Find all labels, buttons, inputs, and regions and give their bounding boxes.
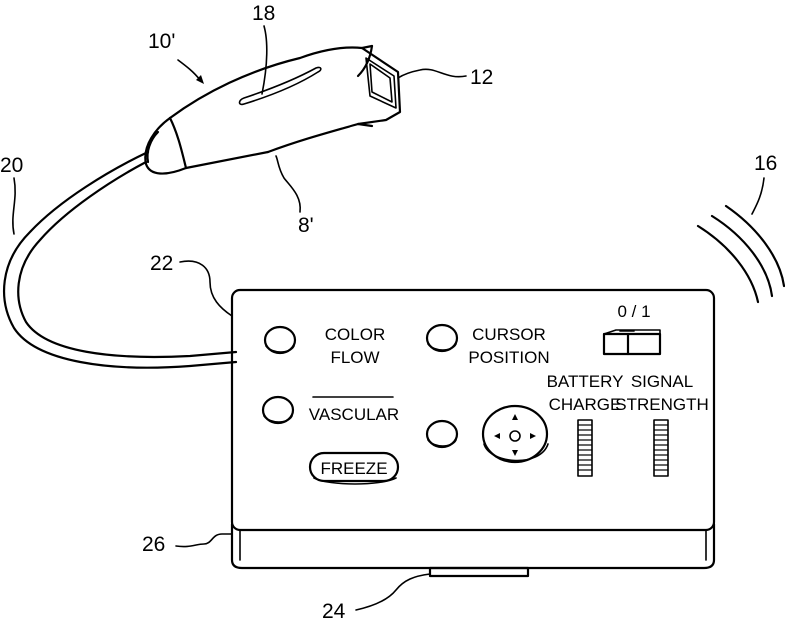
signal-waves — [698, 206, 784, 302]
ref-cable: 20 — [0, 154, 23, 177]
signal-strength-label-line1: SIGNAL — [631, 372, 693, 391]
color-flow-label-line2: FLOW — [330, 348, 379, 367]
ref-connector: 24 — [322, 600, 346, 623]
cursor-position-button[interactable] — [427, 325, 457, 351]
ref-signal-waves: 16 — [754, 152, 777, 175]
color-flow-button[interactable] — [265, 327, 295, 353]
connector-port — [430, 568, 528, 576]
cursor-direction-pad[interactable] — [483, 406, 548, 462]
arrow-right-icon — [530, 433, 536, 439]
ref-control-unit: 22 — [150, 252, 173, 275]
arrow-up-icon — [512, 414, 518, 420]
vascular-label: VASCULAR — [309, 405, 399, 424]
battery-charge-label-line2: CHARGE — [549, 395, 622, 414]
cursor-position-label-line2: POSITION — [468, 348, 549, 367]
color-flow-label-line1: COLOR — [325, 325, 385, 344]
vascular-button[interactable] — [263, 397, 293, 423]
ref-transducer-face: 12 — [470, 66, 493, 89]
cursor-position-label-line1: CURSOR — [472, 325, 546, 344]
ref-slot: 18 — [252, 2, 275, 25]
power-switch-label: 0 / 1 — [617, 302, 650, 321]
signal-strength-label-line2: STRENGTH — [615, 395, 709, 414]
arrow-down-icon — [512, 450, 518, 456]
battery-charge-label-line1: BATTERY — [547, 372, 624, 391]
cable — [4, 152, 236, 368]
cursor-lower-button[interactable] — [427, 421, 457, 447]
freeze-button[interactable]: FREEZE — [310, 453, 398, 484]
battery-charge-meter — [578, 420, 592, 476]
freeze-label: FREEZE — [320, 459, 387, 478]
arrow-left-icon — [494, 433, 500, 439]
signal-strength-meter — [654, 420, 668, 476]
power-switch[interactable] — [604, 330, 660, 354]
ref-handle: 8' — [298, 214, 314, 237]
ref-device: 10' — [148, 30, 175, 53]
ref-base: 26 — [142, 533, 165, 556]
